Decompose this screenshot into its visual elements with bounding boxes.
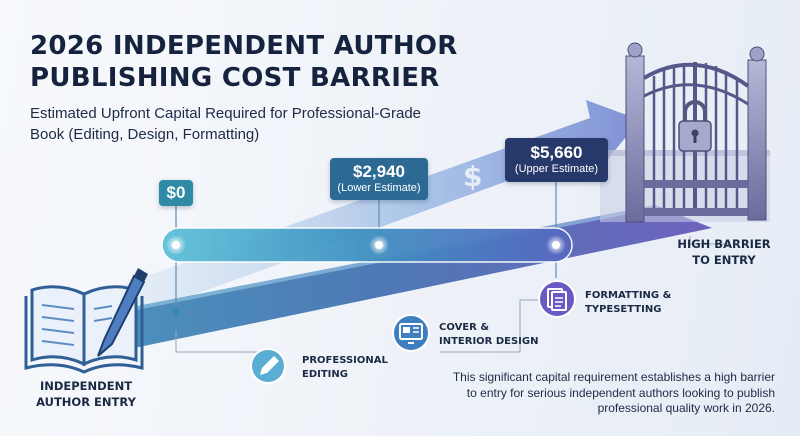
stage-label-design: COVER & INTERIOR DESIGN xyxy=(439,322,539,347)
subtitle: Estimated Upfront Capital Required for P… xyxy=(30,105,422,143)
page-title: 2026 INDEPENDENT AUTHOR PUBLISHING COST … xyxy=(30,30,458,94)
progress-arrow xyxy=(80,100,640,318)
marker-amount-1: $2,940 xyxy=(353,162,405,181)
marker-dot-2 xyxy=(552,241,560,249)
marker-callout-2: $5,660 (Upper Estimate) xyxy=(505,138,608,182)
marker-dot-0 xyxy=(172,241,180,249)
marker-caption-2: (Upper Estimate) xyxy=(514,163,599,175)
document-stack-icon xyxy=(538,280,576,318)
stage-label-editing: PROFESSIONAL EDITING xyxy=(302,355,388,380)
summary-note: This significant capital requirement est… xyxy=(452,370,775,415)
title-line-2: PUBLISHING COST BARRIER xyxy=(30,63,440,93)
stage-label-formatting: FORMATTING & TYPESETTING xyxy=(585,290,672,315)
marker-amount-0: $0 xyxy=(166,183,186,202)
marker-callout-1: $2,940 (Lower Estimate) xyxy=(330,158,428,200)
stage-label-barrier: HIGH BARRIER TO ENTRY xyxy=(677,237,771,267)
stage-label-entry: INDEPENDENT AUTHOR ENTRY xyxy=(36,379,136,409)
marker-caption-1: (Lower Estimate) xyxy=(337,182,421,194)
cost-range-bar xyxy=(161,227,573,263)
dollar-symbol: $ xyxy=(463,160,483,193)
padlock-icon xyxy=(678,100,712,152)
marker-dot-1 xyxy=(375,241,383,249)
pencil-icon xyxy=(250,348,286,384)
title-line-1: 2026 INDEPENDENT AUTHOR xyxy=(30,31,458,61)
pen-icon xyxy=(97,268,148,357)
marker-callout-0: $0 xyxy=(159,180,193,206)
monitor-layout-icon xyxy=(392,314,430,352)
marker-amount-2: $5,660 xyxy=(530,143,583,162)
